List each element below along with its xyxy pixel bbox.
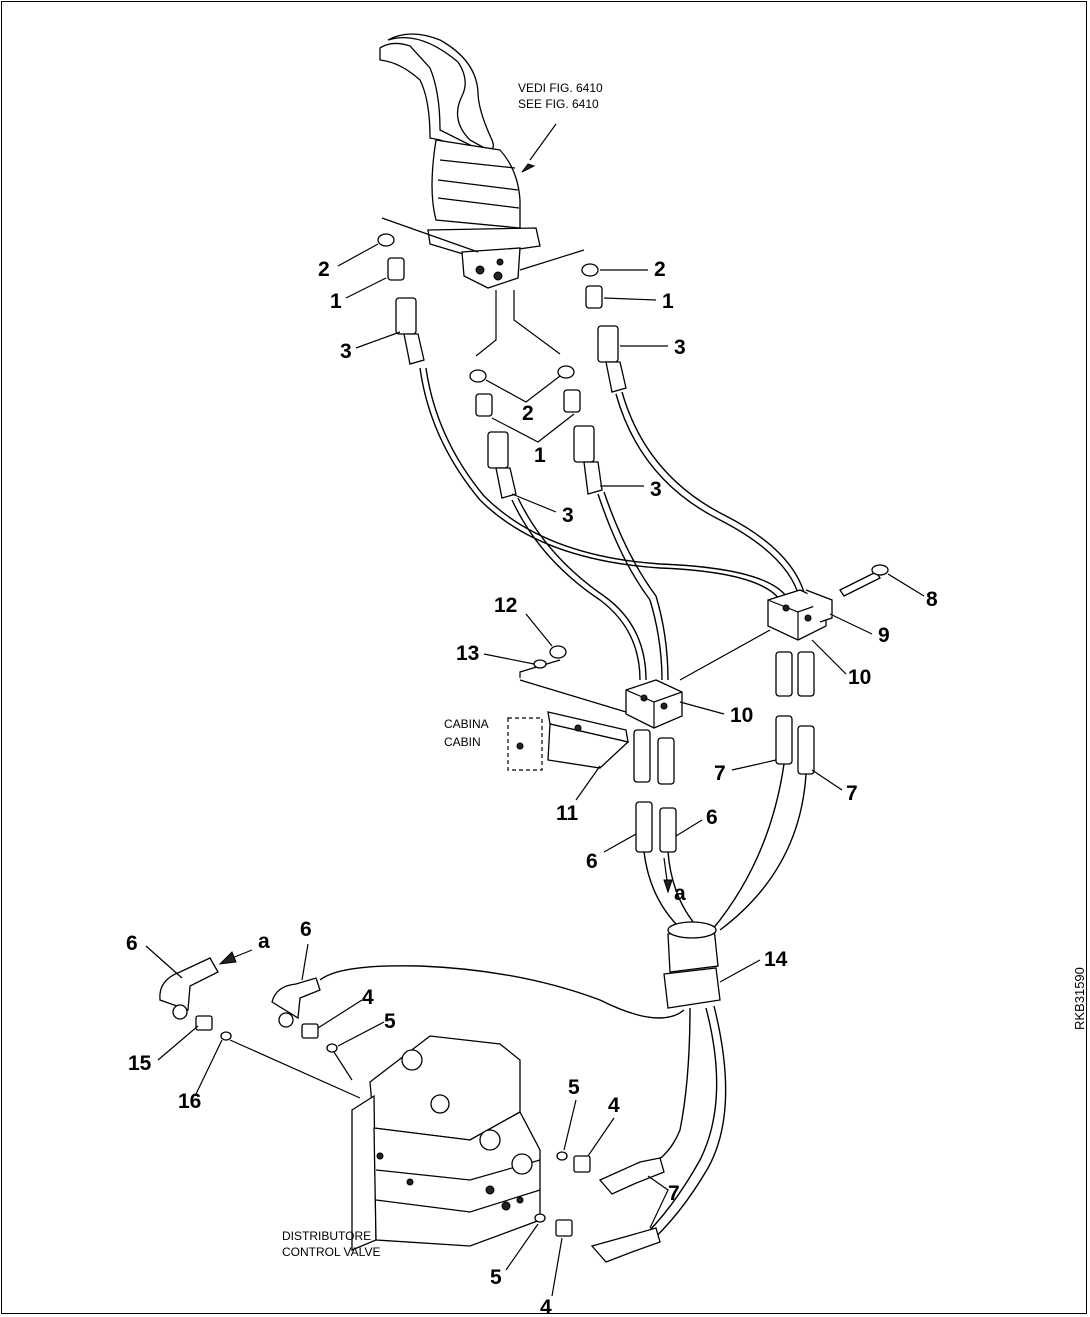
elbow-fitting-mid: [271, 977, 321, 1028]
adapter-4-upper: [573, 1155, 591, 1173]
callout-3-a: 3: [340, 340, 352, 363]
callout-1-b: 1: [662, 290, 674, 313]
o-ring-16: [220, 1031, 232, 1041]
callout-13: 13: [456, 642, 479, 665]
callout-14: 14: [764, 948, 788, 971]
callout-10-a: 10: [848, 666, 871, 689]
callout-2-a: 2: [318, 258, 330, 281]
bolt-12-13: [533, 645, 567, 669]
callout-16: 16: [178, 1090, 201, 1113]
cabin-wall-detail: [507, 717, 543, 771]
callout-7-c: 7: [668, 1182, 680, 1205]
callout-3-b: 3: [674, 336, 686, 359]
support-bracket: [519, 659, 630, 769]
callout-4-b: 4: [608, 1094, 620, 1117]
callout-6-d: 6: [300, 918, 312, 941]
callout-9: 9: [878, 624, 890, 647]
control-valve-label: DISTRIBUTORE CONTROL VALVE: [282, 1229, 380, 1259]
callout-12: 12: [494, 594, 517, 617]
callout-6-a: 6: [586, 850, 598, 873]
adapter-4-left: [301, 1023, 319, 1039]
fitting-stack-center-right: [557, 365, 603, 495]
see-fig-label-it: VEDI FIG. 6410: [518, 81, 603, 95]
callout-3-d: 3: [650, 478, 662, 501]
callout-7-b: 7: [846, 782, 858, 805]
callout-1-c: 1: [534, 444, 546, 467]
callout-11: 11: [556, 802, 579, 825]
fitting-stack-right: [581, 263, 627, 393]
fitting-stack-center-left: [469, 369, 517, 499]
elbow-7-lower: [590, 1227, 661, 1263]
joystick-assembly: [379, 33, 541, 289]
callout-10-b: 10: [730, 704, 753, 727]
clamp-block-right: [767, 564, 889, 641]
callout-6-c: 6: [126, 932, 138, 955]
callout-4-a: 4: [362, 986, 374, 1009]
o-ring-5-left: [326, 1043, 338, 1053]
callout-4-c: 4: [540, 1296, 552, 1317]
callout-2-b: 2: [654, 258, 666, 281]
elbow-fitting-left: [159, 957, 219, 1020]
detail-a-label-lower: a: [258, 930, 270, 953]
fittings-right-group: [775, 651, 815, 775]
cabin-label-it: CABINA: [444, 717, 489, 731]
fittings-center-group: [633, 729, 677, 853]
cabin-label: CABINA CABIN: [444, 717, 489, 749]
fitting-stack-left: [377, 233, 425, 365]
callout-1-a: 1: [330, 290, 342, 313]
valve-label-it: DISTRIBUTORE: [282, 1229, 371, 1243]
callout-5-b: 5: [568, 1076, 580, 1099]
see-fig-label-en: SEE FIG. 6410: [518, 97, 599, 111]
see-figure-reference: VEDI FIG. 6410 SEE FIG. 6410: [518, 81, 603, 173]
valve-label-en: CONTROL VALVE: [282, 1245, 380, 1259]
cabin-label-en: CABIN: [444, 735, 481, 749]
o-ring-5-upper: [556, 1151, 568, 1161]
drawing-code: RKB31590: [1072, 967, 1087, 1030]
callout-7-a: 7: [714, 762, 726, 785]
adapter-15: [195, 1015, 213, 1031]
callout-6-b: 6: [706, 806, 718, 829]
control-valve: [351, 1035, 541, 1251]
callouts: 2 1 3 2 1 3 2 1 3 3 8 9 10: [126, 243, 938, 1317]
o-ring-5-lower: [534, 1213, 546, 1223]
clamp-block-center: [625, 679, 683, 729]
grommet-14: [663, 921, 721, 1009]
adapter-4-lower: [555, 1219, 573, 1237]
detail-a-label-upper: a: [674, 882, 686, 905]
callout-15: 15: [128, 1052, 152, 1075]
callout-5-c: 5: [490, 1266, 502, 1289]
elbow-7-upper: [598, 1157, 665, 1195]
callout-2-c: 2: [522, 402, 534, 425]
callout-8: 8: [926, 588, 938, 611]
callout-5-a: 5: [384, 1010, 396, 1033]
callout-3-c: 3: [562, 504, 574, 527]
